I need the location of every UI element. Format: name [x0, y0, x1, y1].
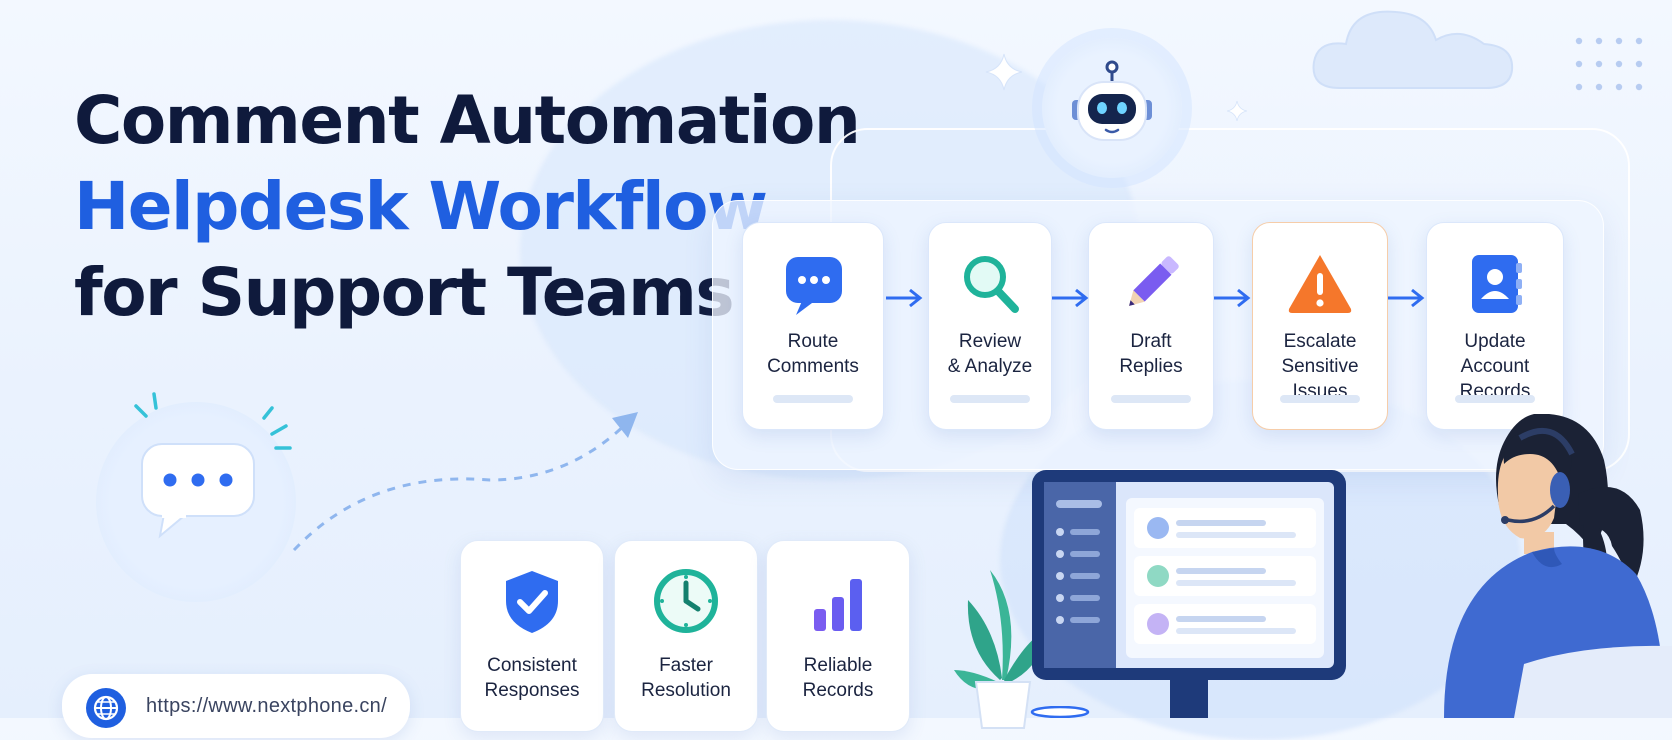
workflow-step-label: Update Account Records	[1427, 329, 1563, 404]
benefit-label: Consistent Responses	[461, 653, 603, 703]
benefit-label: Reliable Records	[767, 653, 909, 703]
arrow-right-icon	[1388, 288, 1425, 308]
headline-line-1: Comment Automation	[74, 82, 861, 159]
workflow-step-label: Draft Replies	[1089, 329, 1213, 379]
step-label-line: Replies	[1119, 356, 1183, 377]
benefit-label-line: Resolution	[641, 680, 731, 701]
contact-book-icon	[1472, 255, 1522, 313]
chat-bubble-icon	[786, 257, 842, 315]
clock-icon	[654, 569, 718, 633]
dashed-arrow-decoration	[292, 412, 638, 552]
benefit-label-line: Responses	[484, 680, 580, 701]
arrow-right-icon	[886, 288, 923, 308]
workflow-step-update-account-records[interactable]: Update Account Records	[1426, 222, 1564, 430]
pencil-icon	[1129, 256, 1179, 306]
step-label-line: Route	[787, 331, 839, 352]
step-placeholder-bar	[1111, 395, 1191, 403]
benefit-label-line: Faster	[659, 655, 713, 676]
cloud-decoration	[1312, 10, 1514, 89]
workflow-step-label: Escalate Sensitive Issues	[1253, 329, 1387, 404]
workflow-step-escalate-sensitive-issues[interactable]: Escalate Sensitive Issues	[1252, 222, 1388, 430]
step-placeholder-bar	[1280, 395, 1360, 403]
benefit-label: Faster Resolution	[615, 653, 757, 703]
benefit-card-consistent-responses: Consistent Responses	[460, 540, 604, 732]
support-agent-illustration	[1444, 414, 1672, 718]
step-label-line: Draft	[1130, 331, 1172, 352]
robot-icon	[1072, 60, 1152, 141]
chat-bubble-icon	[134, 392, 292, 539]
arrow-right-icon	[1052, 288, 1089, 308]
warning-icon	[1288, 255, 1352, 313]
step-label-line: & Analyze	[947, 356, 1033, 377]
headline-line-2: Helpdesk Workflow	[74, 168, 768, 245]
sparkle-icon	[1227, 101, 1247, 121]
website-link[interactable]: https://www.nextphone.cn/	[62, 674, 410, 738]
workflow-step-review-analyze[interactable]: Review & Analyze	[928, 222, 1052, 430]
arrow-right-icon	[1214, 288, 1251, 308]
headline-line-3: for Support Teams	[74, 254, 735, 331]
workflow-step-label: Route Comments	[743, 329, 883, 379]
benefit-label-line: Consistent	[487, 655, 577, 676]
bar-chart-icon	[814, 579, 862, 631]
globe-icon	[86, 688, 126, 728]
benefit-card-faster-resolution: Faster Resolution	[614, 540, 758, 732]
step-placeholder-bar	[773, 395, 853, 403]
shield-check-icon	[506, 571, 558, 633]
coffee-mug-illustration	[1030, 706, 1090, 718]
benefit-card-reliable-records: Reliable Records	[766, 540, 910, 732]
step-label-line: Review	[958, 331, 1022, 352]
benefit-label-line: Records	[802, 680, 874, 701]
benefit-label-line: Reliable	[803, 655, 873, 676]
website-url[interactable]: https://www.nextphone.cn/	[146, 695, 387, 717]
step-label-line: Update	[1464, 331, 1526, 352]
headline: Comment Automation Helpdesk Workflow for…	[74, 78, 861, 336]
step-label-line: Comments	[767, 356, 859, 377]
sparkle-icon	[985, 53, 1023, 91]
workflow-step-route-comments[interactable]: Route Comments	[742, 222, 884, 430]
step-placeholder-bar	[1455, 395, 1535, 403]
monitor-illustration	[1032, 470, 1346, 718]
step-placeholder-bar	[950, 395, 1030, 403]
step-label-line: Escalate	[1283, 331, 1357, 352]
workflow-step-label: Review & Analyze	[929, 329, 1051, 379]
workflow-step-draft-replies[interactable]: Draft Replies	[1088, 222, 1214, 430]
magnifier-icon	[964, 256, 1019, 313]
dot-grid-decoration	[1575, 37, 1643, 91]
